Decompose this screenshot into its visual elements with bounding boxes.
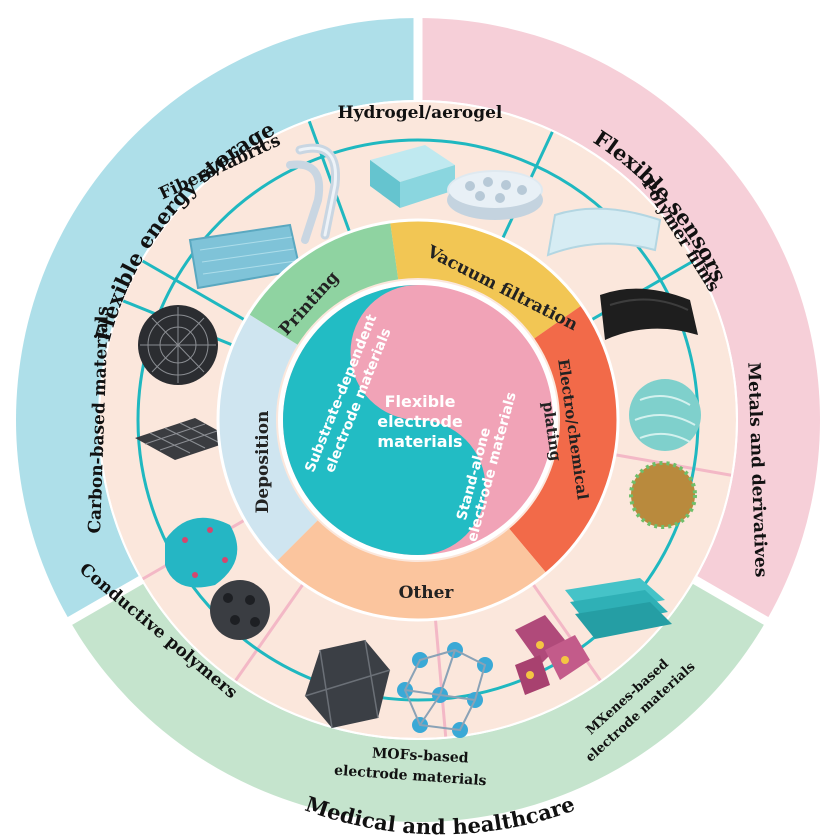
- label-hydrogel: Hydrogel/aerogel: [338, 103, 503, 123]
- center-line3: materials: [377, 432, 462, 451]
- center-line2: electrode: [377, 412, 463, 431]
- method-electro-plating: [509, 305, 618, 574]
- mxene-sheets-icon: [565, 578, 672, 639]
- method-printing: [248, 221, 399, 345]
- dark-film-icon: [600, 288, 698, 340]
- method-other: [276, 520, 547, 620]
- octahedra-crystal-icon: [515, 615, 590, 695]
- outer-gap: [691, 575, 776, 629]
- spiky-sphere-icon: [210, 580, 270, 640]
- method-deposition: [217, 314, 318, 562]
- yin-dot-teal: [396, 466, 440, 510]
- outer-ring-dividers: [60, 10, 776, 629]
- fullerene-icon: [138, 305, 218, 385]
- hydrogel-block-icon: [370, 145, 455, 208]
- material-icons: [135, 143, 701, 738]
- aerogel-block-icon: [447, 170, 543, 220]
- polymer-blob-icon: [165, 517, 238, 588]
- method-vacuum-filtration: [390, 219, 582, 339]
- coated-sphere-icon: [629, 461, 697, 529]
- center-line1: Flexible: [385, 392, 456, 411]
- label-other: Other: [399, 583, 455, 603]
- center-yin-yang: [278, 280, 558, 560]
- fiber-tube-icon: [286, 143, 341, 244]
- method-ring-outline: [216, 218, 620, 622]
- graphene-mesh-icon: [135, 418, 235, 460]
- method-ring: [216, 218, 620, 622]
- flower-sphere-icon: [629, 379, 701, 451]
- mof-polyhedron-icon: [304, 639, 391, 729]
- polymer-film-icon: [546, 207, 662, 257]
- label-deposition: Deposition: [253, 411, 273, 514]
- label-mofs-line1: MOFs-based: [371, 745, 469, 766]
- yin-dot-pink: [396, 330, 440, 374]
- mof-framework-icon: [397, 642, 493, 738]
- outer-gap: [60, 575, 145, 629]
